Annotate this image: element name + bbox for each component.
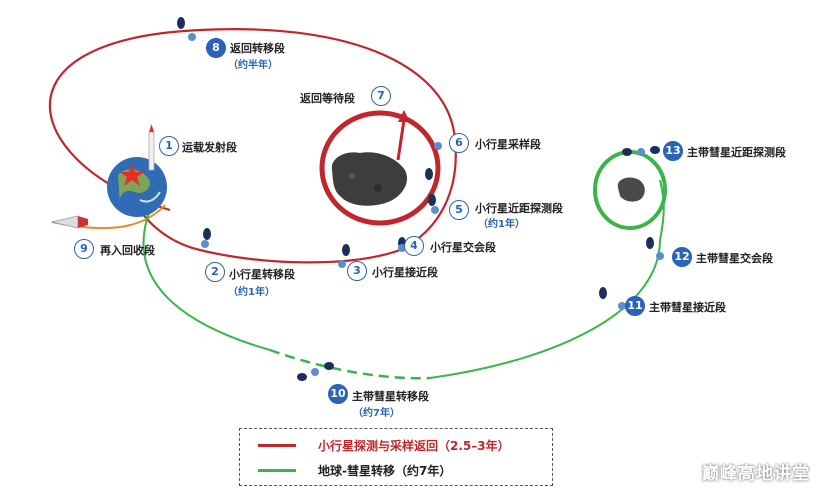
stage-8-number: 8 (206, 38, 226, 58)
red-transfer-orbit (48, 28, 457, 264)
departure-arrowhead (398, 110, 410, 122)
stage-1-number: 1 (159, 136, 179, 156)
departure-arrow (396, 119, 406, 161)
stage-10-number: 10 (328, 384, 348, 404)
legend-red-line (258, 444, 296, 447)
spacecraft-markers (177, 17, 664, 381)
stage-5-number: 5 (449, 200, 469, 220)
stage-7-number: 7 (371, 86, 391, 106)
stage-10-label: 主带彗星转移段 (352, 390, 429, 403)
comet-approach-arc (659, 179, 665, 241)
rocket-icon (148, 124, 155, 171)
stage-6-number: 6 (449, 133, 469, 153)
asteroid-orbit (319, 110, 441, 226)
green-transfer-orbit-left (142, 209, 271, 351)
watermark: 巅峰高地讲堂 (702, 464, 810, 484)
stage-7-label: 返回等待段 (300, 92, 355, 105)
stage-8-duration: （约半年） (228, 60, 278, 71)
stage-13-label: 主带彗星近距探测段 (687, 146, 786, 159)
stage-5-label: 小行星近距探测段 (475, 202, 563, 215)
earth-icon (107, 157, 167, 217)
stage-4-label: 小行星交会段 (430, 241, 496, 254)
green-transfer-orbit-dashed (269, 348, 431, 380)
stage-2-label: 小行星转移段 (229, 268, 295, 281)
stage-11-label: 主带彗星接近段 (649, 301, 726, 314)
reentry-capsule-icon (51, 215, 88, 229)
stage-9-number: 9 (74, 239, 94, 259)
legend-red-label: 小行星探测与采样返回（2.5–3年） (318, 439, 510, 453)
legend-box: 小行星探测与采样返回（2.5–3年） 地球-彗星转移（约7年） (239, 428, 553, 486)
legend-green-line (258, 469, 296, 472)
legend-green-label: 地球-彗星转移（约7年） (318, 464, 452, 478)
stage-12-number: 12 (672, 247, 692, 267)
stage-2-duration: （约1年） (228, 287, 275, 298)
stage-6-label: 小行星采样段 (475, 138, 541, 151)
stage-1-label: 运载发射段 (182, 141, 237, 154)
stage-3-number: 3 (347, 261, 367, 281)
stage-9-label: 再入回收段 (100, 244, 155, 257)
stage-10-duration: （约7年） (353, 408, 400, 419)
asteroid-icon (331, 152, 408, 206)
green-transfer-orbit-right (429, 239, 661, 379)
stage-5-duration: （约1年） (478, 219, 525, 230)
comet-icon (617, 177, 645, 202)
stage-8-label: 返回转移段 (230, 42, 285, 55)
stage-3-label: 小行星接近段 (372, 266, 438, 279)
stage-4-number: 4 (404, 236, 424, 256)
stage-2-number: 2 (205, 262, 225, 282)
stage-11-number: 11 (625, 296, 645, 316)
stage-13-number: 13 (663, 141, 683, 161)
stage-12-label: 主带彗星交会段 (696, 252, 773, 265)
